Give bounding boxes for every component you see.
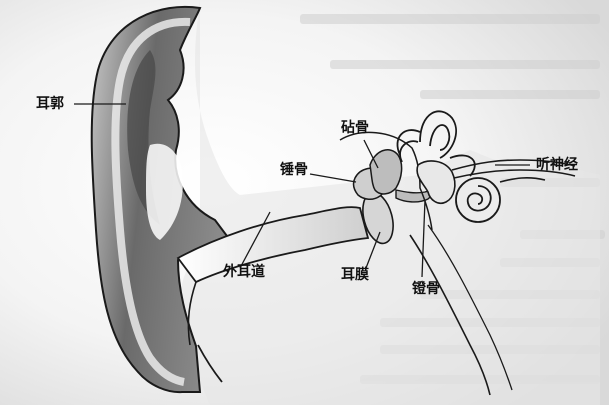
incus	[370, 150, 402, 194]
label-malleus: 锤骨	[280, 163, 308, 177]
label-ear-canal: 外耳道	[223, 265, 265, 279]
label-auditory-nerve: 听神经	[536, 158, 578, 172]
label-incus: 砧骨	[341, 121, 369, 135]
label-auricle: 耳郭	[36, 97, 64, 111]
label-stapes: 镫骨	[412, 282, 440, 296]
cochlea	[456, 178, 500, 222]
label-eardrum: 耳膜	[341, 268, 369, 282]
